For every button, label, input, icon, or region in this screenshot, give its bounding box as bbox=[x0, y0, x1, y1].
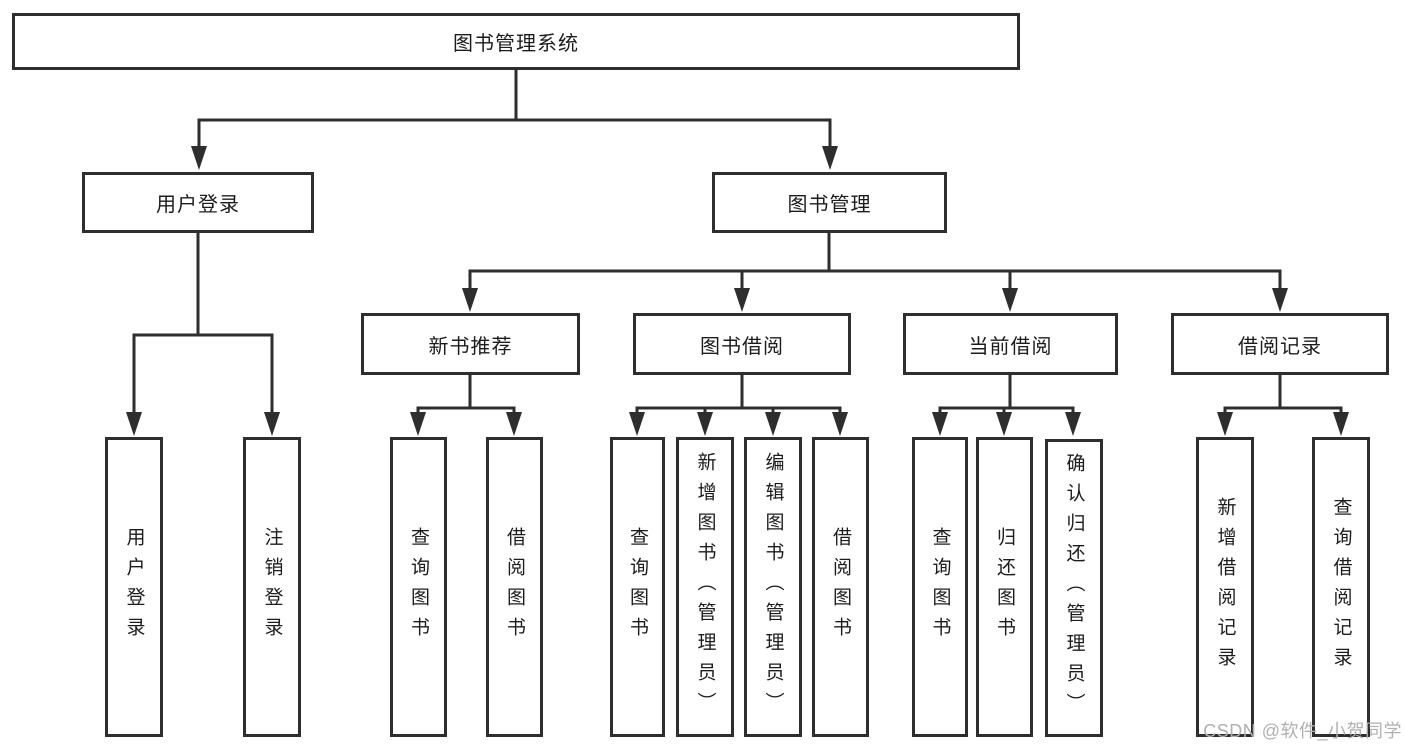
edge-userlogin-to-leaves bbox=[132, 233, 274, 414]
node-book-management: 图书管理 bbox=[712, 172, 947, 233]
leaf-borrow-query-books: 查询图书 bbox=[610, 437, 665, 737]
edge-root-to-level2 bbox=[197, 69, 832, 150]
leaf-logout: 注销登录 bbox=[243, 437, 301, 737]
csdn-watermark: CSDN @软件_小贺同学 bbox=[1203, 721, 1402, 741]
arrowheads bbox=[126, 146, 1349, 436]
leaf-records-add-record: 新增借阅记录 bbox=[1196, 437, 1254, 737]
node-borrowing-records: 借阅记录 bbox=[1171, 313, 1389, 375]
node-root-system: 图书管理系统 bbox=[12, 13, 1020, 70]
edge-current-to-leaves bbox=[938, 375, 1075, 414]
leaf-user-login: 用户登录 bbox=[105, 437, 163, 737]
edge-borrowing-to-leaves bbox=[635, 375, 842, 414]
edge-newbook-to-leaves bbox=[416, 375, 516, 414]
node-current-borrowing: 当前借阅 bbox=[903, 313, 1118, 375]
leaf-borrow-add-books-admin: 新增图书（管理员） bbox=[676, 437, 734, 737]
leaf-records-query-record: 查询借阅记录 bbox=[1312, 437, 1370, 737]
leaf-current-return-books: 归还图书 bbox=[976, 437, 1033, 737]
leaf-current-query-books: 查询图书 bbox=[912, 437, 968, 737]
edge-records-to-leaves bbox=[1223, 375, 1343, 414]
leaf-borrow-borrow-books: 借阅图书 bbox=[812, 437, 869, 737]
edge-bookmgmt-to-level3 bbox=[468, 233, 1282, 290]
leaf-newbook-query-books: 查询图书 bbox=[390, 437, 447, 737]
leaf-current-confirm-return-admin: 确认归还（管理员） bbox=[1045, 439, 1103, 737]
node-user-login: 用户登录 bbox=[82, 172, 314, 233]
leaf-newbook-borrow-books: 借阅图书 bbox=[486, 437, 543, 737]
node-new-book-recommendation: 新书推荐 bbox=[361, 313, 580, 375]
leaf-borrow-edit-books-admin: 编辑图书（管理员） bbox=[744, 437, 802, 737]
node-book-borrowing: 图书借阅 bbox=[633, 313, 851, 375]
